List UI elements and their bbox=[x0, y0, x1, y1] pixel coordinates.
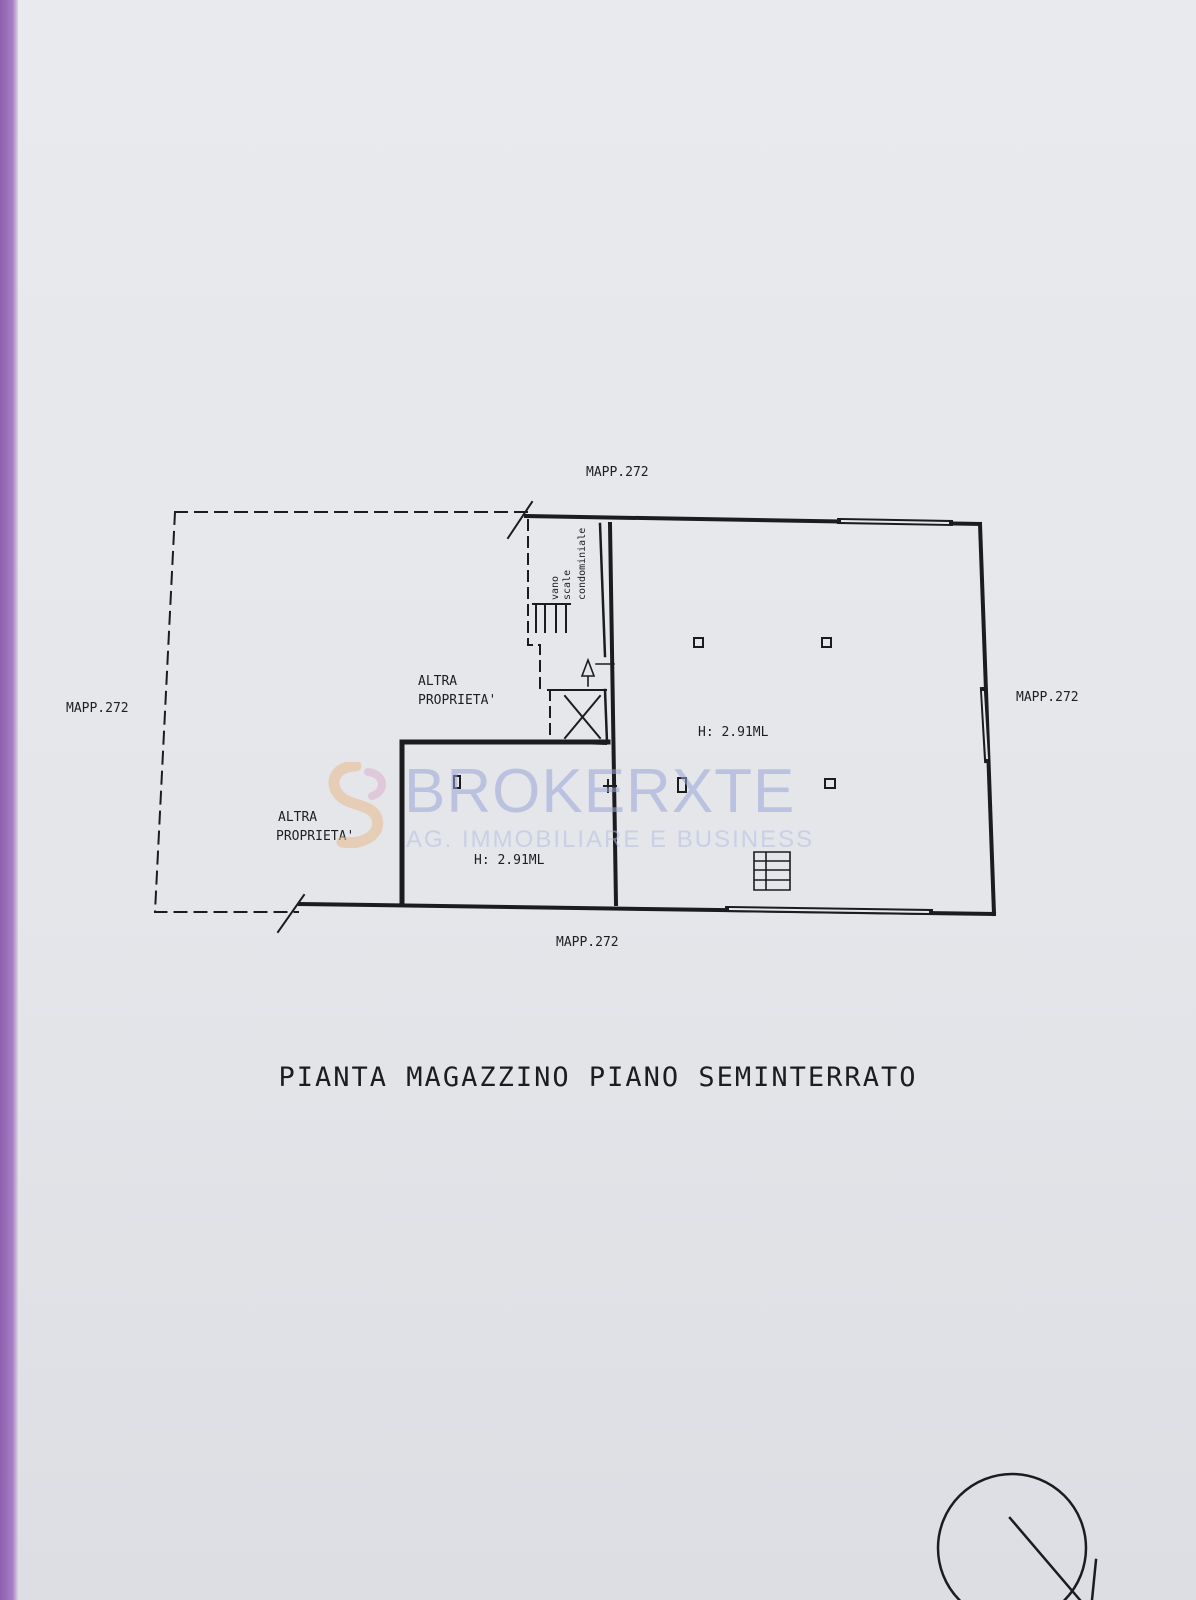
stair-arrow bbox=[580, 657, 596, 687]
pillar bbox=[677, 777, 687, 793]
other-property-upper-line2: PROPRIETA' bbox=[418, 693, 496, 708]
map-ref-left: MAPP.272 bbox=[66, 701, 129, 716]
stair-steps bbox=[532, 603, 571, 633]
map-ref-bottom: MAPP.272 bbox=[556, 935, 619, 950]
break-mark-top bbox=[506, 500, 534, 540]
small-room-door bbox=[603, 779, 617, 793]
window-bottom-inner bbox=[728, 907, 930, 914]
map-ref-right: MAPP.272 bbox=[1016, 690, 1079, 705]
map-ref-top: MAPP.272 bbox=[586, 465, 649, 480]
north-arrow-pointer bbox=[1008, 1516, 1098, 1600]
pillar bbox=[693, 637, 704, 648]
small-room-walls bbox=[399, 739, 611, 907]
other-property-dashed-outline bbox=[153, 510, 529, 913]
landing-cross bbox=[563, 694, 602, 740]
purple-background-edge bbox=[0, 0, 18, 1600]
stair-label-condominiale: condominiale bbox=[577, 528, 588, 600]
pillar bbox=[821, 637, 832, 648]
window-right-inner bbox=[981, 690, 989, 760]
stair-label-scale: scale bbox=[562, 570, 573, 600]
inner-staircase bbox=[753, 851, 791, 891]
break-mark-bottom bbox=[276, 893, 306, 934]
pillar bbox=[824, 778, 836, 789]
other-property-lower-line2: PROPRIETA' bbox=[276, 829, 354, 844]
room-large-height: H: 2.91ML bbox=[698, 725, 769, 740]
plan-title: PIANTA MAGAZZINO PIANO SEMINTERRATO bbox=[278, 1062, 918, 1093]
pillar bbox=[453, 775, 461, 789]
north-arrow-circle bbox=[936, 1472, 1088, 1600]
other-property-lower-line1: ALTRA bbox=[278, 810, 317, 825]
other-property-upper-line1: ALTRA bbox=[418, 674, 457, 689]
stair-dashed-partition bbox=[527, 519, 551, 741]
room-small-height: H: 2.91ML bbox=[474, 853, 545, 868]
stair-wall-inner bbox=[598, 522, 609, 744]
window-top-inner bbox=[840, 519, 950, 525]
stair-wall-right bbox=[607, 521, 619, 907]
stair-label-vano: vano bbox=[550, 576, 561, 600]
